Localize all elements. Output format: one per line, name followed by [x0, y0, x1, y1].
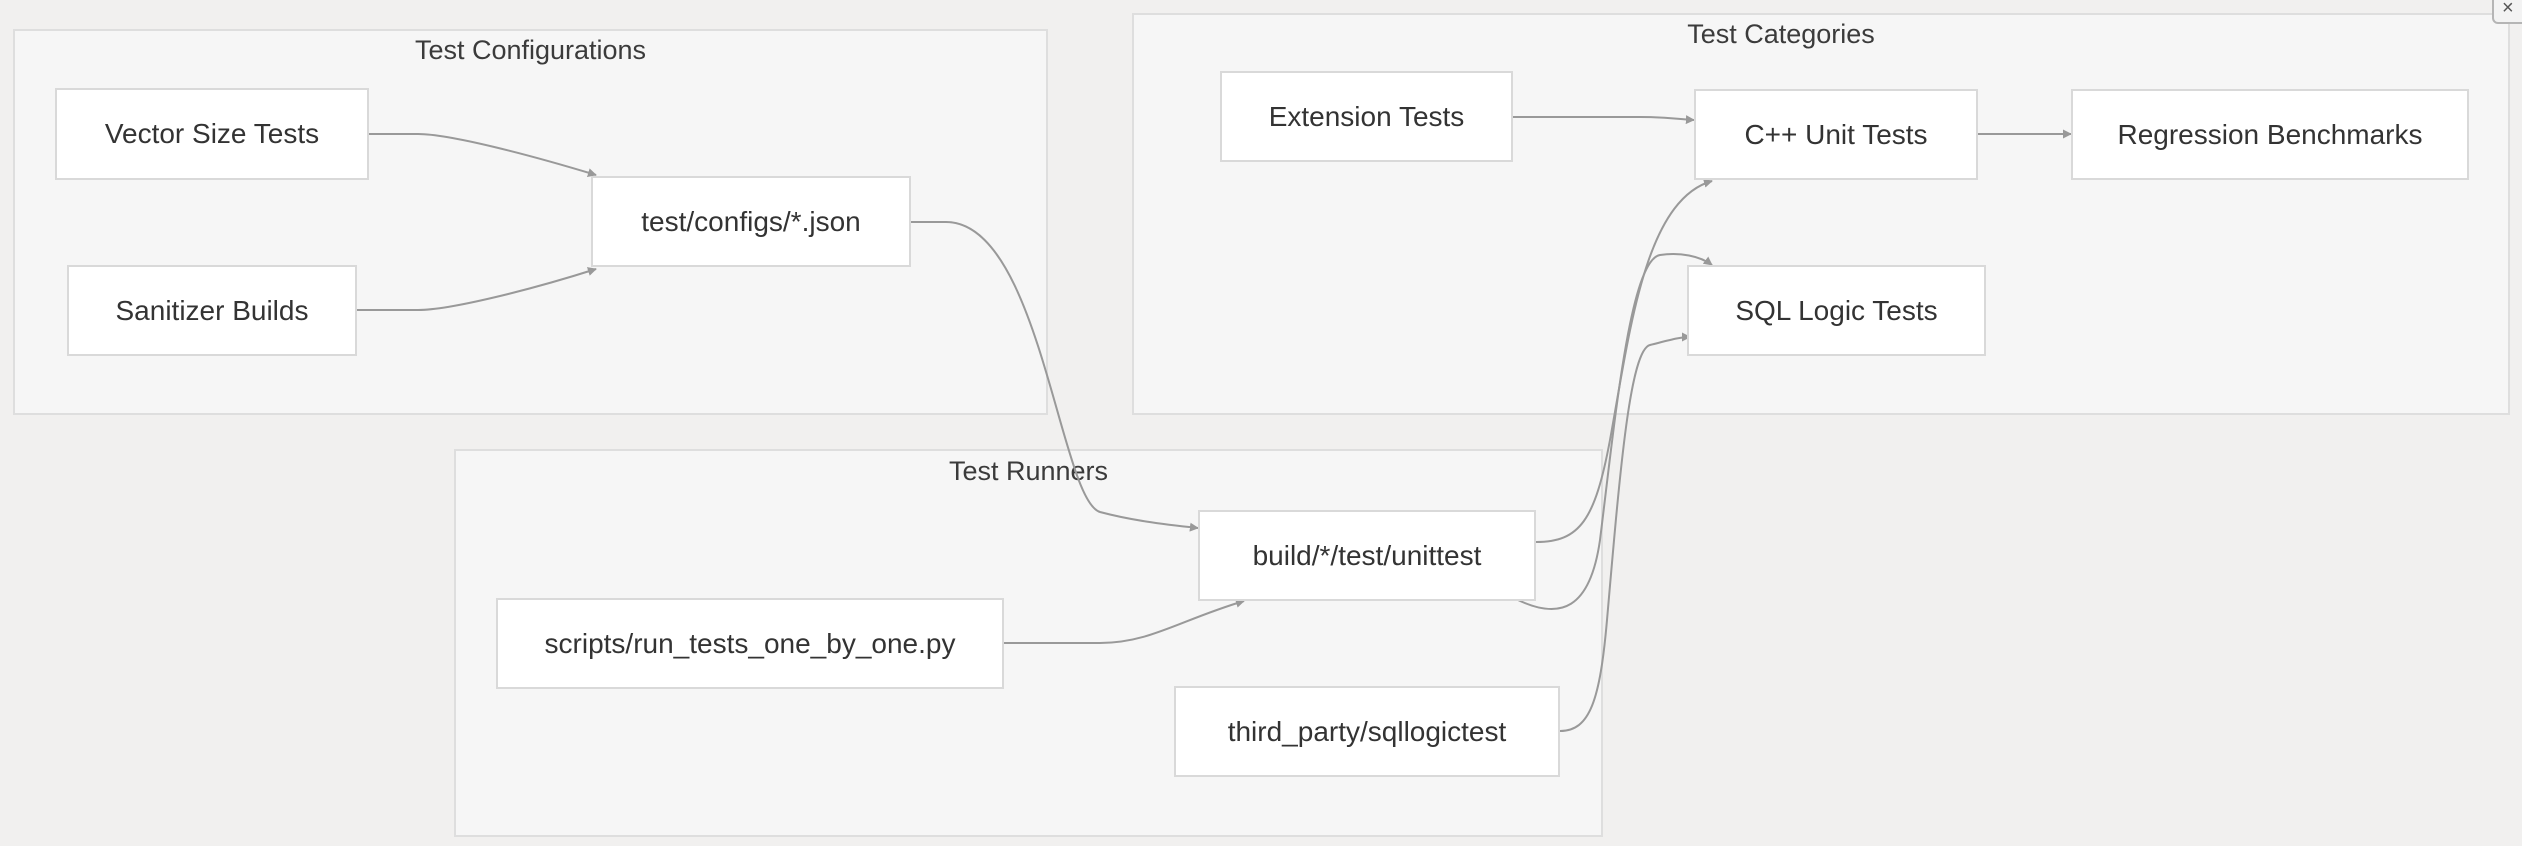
node-build-test-unittest[interactable]: build/*/test/unittest: [1198, 510, 1536, 601]
node-regression-benchmarks[interactable]: Regression Benchmarks: [2071, 89, 2469, 180]
close-icon: ×: [2502, 0, 2514, 19]
node-sql-logic-tests[interactable]: SQL Logic Tests: [1687, 265, 1986, 356]
group-title: Test Runners: [948, 456, 1109, 486]
node-vector-size-tests[interactable]: Vector Size Tests: [55, 88, 369, 180]
group-title: Test Configurations: [414, 35, 647, 65]
node-extension-tests[interactable]: Extension Tests: [1220, 71, 1513, 162]
node-run-tests-one-by-one[interactable]: scripts/run_tests_one_by_one.py: [496, 598, 1004, 689]
node-test-configs-json[interactable]: test/configs/*.json: [591, 176, 911, 267]
node-sanitizer-builds[interactable]: Sanitizer Builds: [67, 265, 357, 356]
node-cpp-unit-tests[interactable]: C++ Unit Tests: [1694, 89, 1978, 180]
node-third-party-sqllogictest[interactable]: third_party/sqllogictest: [1174, 686, 1560, 777]
group-title: Test Categories: [1687, 19, 1875, 49]
close-button[interactable]: ×: [2492, 0, 2522, 24]
